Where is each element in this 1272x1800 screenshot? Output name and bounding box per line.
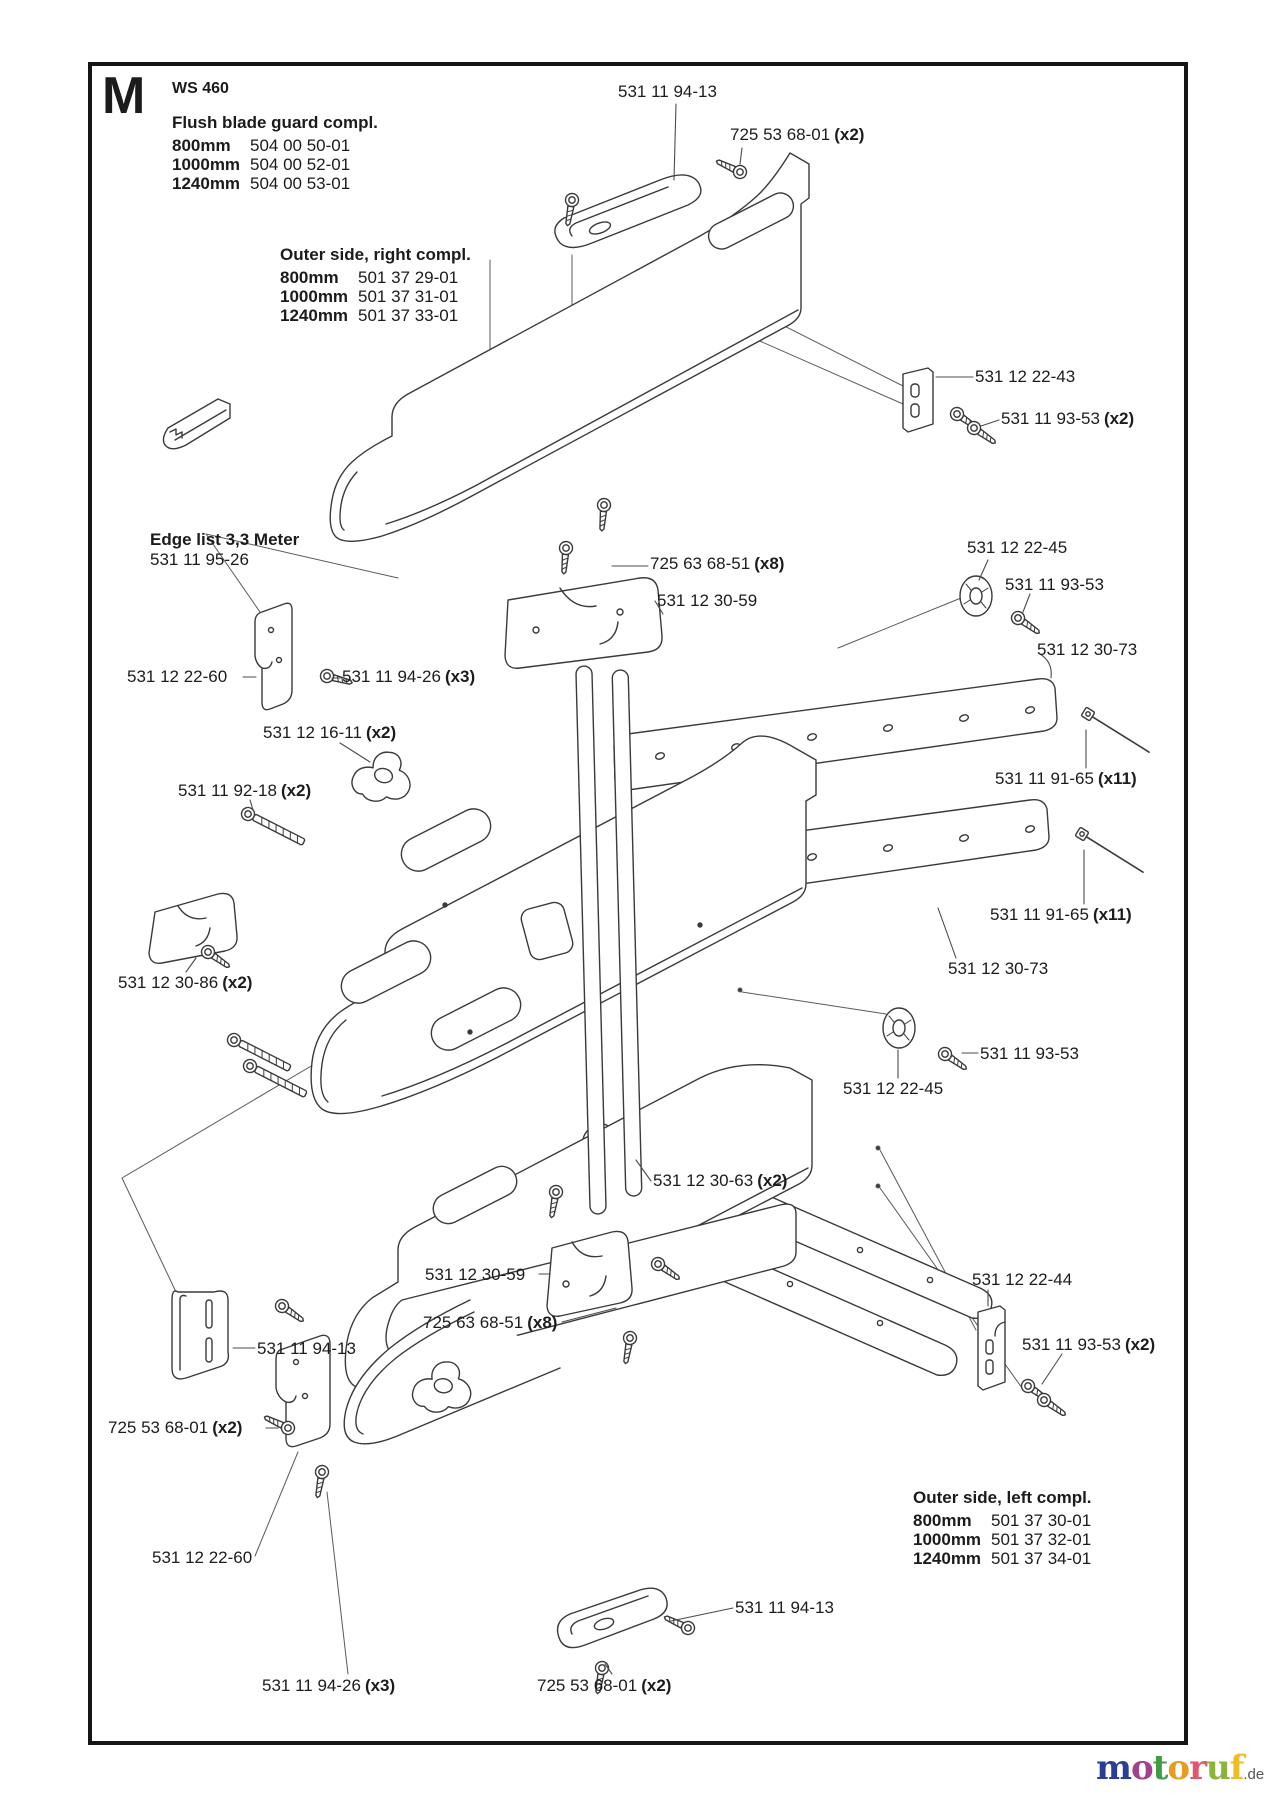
edge-list-block: Edge list 3,3 Meter 531 11 95-26	[150, 530, 299, 570]
part-label: 531 12 16-11(x2)	[263, 723, 397, 742]
watermark-letter: o	[1130, 1748, 1154, 1788]
part-label: 531 12 22-44	[972, 1270, 1073, 1289]
watermark-letter: u	[1206, 1748, 1231, 1788]
plate-22-60-upper	[254, 602, 293, 711]
part-label: 725 63 68-51(x8)	[650, 554, 785, 573]
part-label: 725 53 68-01(x2)	[537, 1676, 672, 1695]
part-label: 531 11 92-18(x2)	[178, 781, 312, 800]
part-label: 531 12 30-86(x2)	[118, 973, 253, 992]
clamp-30-59-lower	[546, 1230, 633, 1317]
plate-22-60-lower	[275, 1334, 331, 1448]
outer-side-right-panel	[329, 152, 810, 542]
part-label: 531 11 94-26(x3)	[342, 667, 476, 686]
clamp-30-86	[148, 892, 238, 964]
hex-pin-lower	[1074, 826, 1147, 878]
part-label: 531 11 94-13	[257, 1339, 356, 1358]
bracket-94-13-left	[171, 1290, 230, 1380]
part-label: 531 12 22-45	[843, 1079, 944, 1098]
leader-lines	[185, 103, 1087, 1675]
part-label: 531 11 91-65(x11)	[995, 769, 1137, 788]
part-label: 531 12 30-59	[425, 1265, 526, 1284]
main-guard-panel	[310, 735, 817, 1115]
bracket-94-13-bottom	[556, 1587, 668, 1649]
part-label: 725 63 68-51(x8)	[423, 1313, 558, 1332]
flush-guard-title: Flush blade guard compl.	[172, 113, 378, 132]
part-label: 725 53 68-01(x2)	[730, 125, 865, 144]
washer-22-45-upper	[959, 575, 993, 617]
watermark-letter: f	[1229, 1748, 1245, 1788]
long-bolt-1	[238, 804, 308, 849]
model-name: WS 460	[172, 80, 229, 97]
part-label: 531 11 91-65(x11)	[990, 905, 1132, 924]
part-label: 531 12 30-73	[1037, 640, 1138, 659]
outer-left-title: Outer side, left compl.	[913, 1488, 1092, 1507]
part-label: 725 53 68-01(x2)	[108, 1418, 243, 1437]
watermark-letter: m	[1096, 1748, 1132, 1788]
part-label: 531 11 93-53	[980, 1044, 1079, 1063]
section-letter: M	[102, 67, 146, 125]
watermark-letter: r	[1189, 1748, 1207, 1788]
watermark-suffix: .de	[1243, 1766, 1265, 1783]
outer-right-title: Outer side, right compl.	[280, 245, 471, 264]
part-label: 531 12 30-73	[948, 959, 1049, 978]
part-label: 531 11 93-53(x2)	[1001, 409, 1135, 428]
support-tubes	[575, 665, 643, 1215]
part-label: 531 12 30-59	[657, 591, 758, 610]
watermark-letter: t	[1152, 1748, 1169, 1788]
part-label: 531 12 22-60	[127, 667, 228, 686]
part-label: 531 11 94-13	[735, 1598, 834, 1617]
part-label: 531 12 22-43	[975, 367, 1076, 386]
washer-22-45-lower	[882, 1007, 916, 1049]
edge-list-part: 531 11 95-26	[150, 550, 249, 569]
motoruf-watermark: motoruf.de	[1096, 1748, 1264, 1788]
bracket-22-43	[902, 367, 934, 433]
top-clamp-bracket	[554, 174, 702, 249]
part-label: 531 11 93-53(x2)	[1022, 1335, 1156, 1354]
watermark-letter: o	[1167, 1748, 1190, 1788]
part-label: 531 11 93-53	[1005, 575, 1104, 594]
hex-pin-upper	[1080, 706, 1153, 758]
edge-list-title: Edge list 3,3 Meter	[150, 530, 300, 549]
clamp-30-59-upper	[504, 577, 663, 669]
part-label: 531 12 22-60	[152, 1548, 253, 1567]
part-label: 531 11 94-13	[618, 82, 717, 101]
part-label: 531 12 30-63(x2)	[653, 1171, 788, 1190]
edge-list-piece	[162, 398, 231, 450]
part-label: 531 11 94-26(x3)	[262, 1676, 396, 1695]
bracket-22-44	[977, 1305, 1006, 1391]
part-label: 531 12 22-45	[967, 538, 1068, 557]
